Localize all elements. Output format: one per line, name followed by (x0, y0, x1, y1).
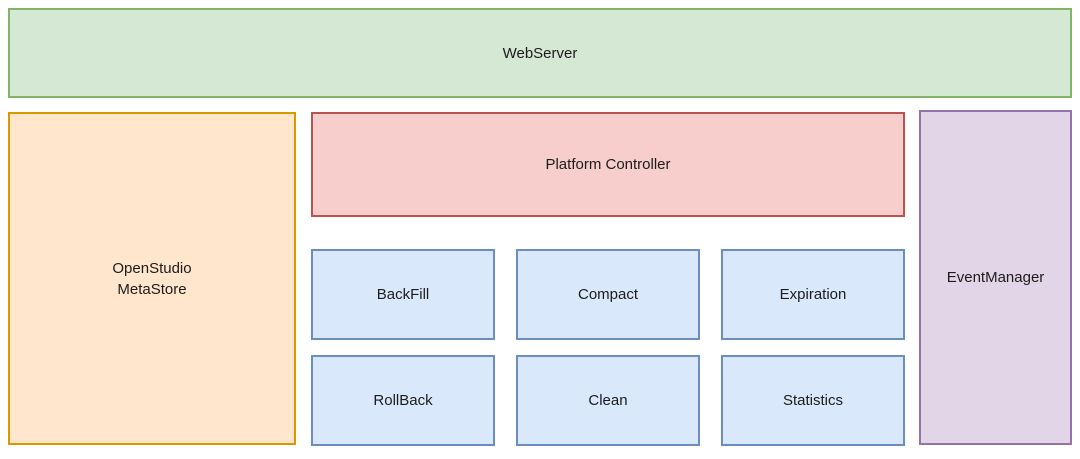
openstudio-metastore-label: OpenStudio MetaStore (112, 259, 192, 298)
task-box-compact: Compact (516, 249, 700, 340)
platform-controller-box: Platform Controller (311, 112, 905, 217)
webserver-box: WebServer (8, 8, 1072, 98)
task-label-statistics: Statistics (782, 392, 843, 409)
platform-controller-label: Platform Controller (545, 156, 671, 173)
event-manager-box: EventManager (919, 110, 1072, 445)
task-label-rollback: RollBack (373, 392, 433, 409)
task-box-backfill: BackFill (311, 249, 495, 340)
openstudio-metastore-box: OpenStudio MetaStore (8, 112, 296, 445)
task-box-statistics: Statistics (721, 355, 905, 446)
webserver-label: WebServer (502, 44, 578, 62)
event-manager-label: EventManager (946, 269, 1045, 286)
task-label-backfill: BackFill (376, 286, 430, 303)
task-box-clean: Clean (516, 355, 700, 446)
task-label-clean: Clean (588, 392, 628, 409)
task-box-expiration: Expiration (721, 249, 905, 340)
task-label-expiration: Expiration (779, 286, 847, 303)
task-label-compact: Compact (577, 286, 639, 303)
task-box-rollback: RollBack (311, 355, 495, 446)
